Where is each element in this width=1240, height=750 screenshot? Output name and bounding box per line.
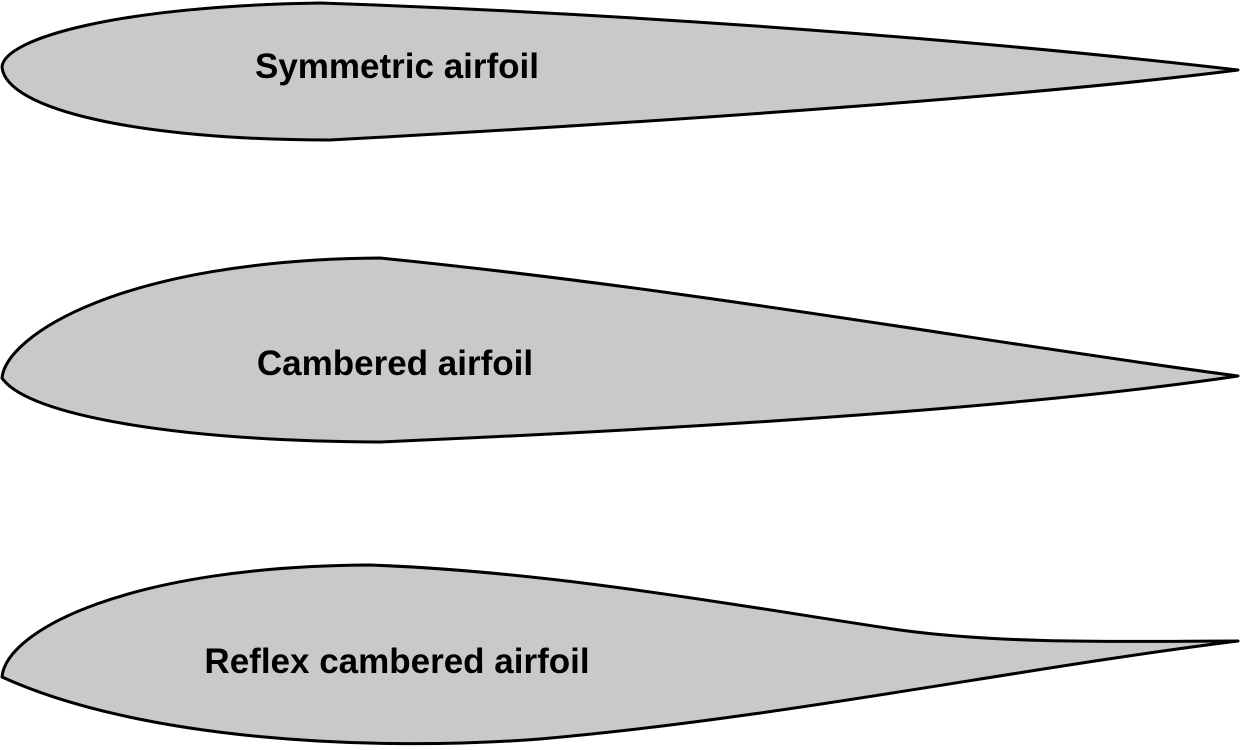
symmetric-airfoil-shape	[0, 1, 1240, 142]
reflex-cambered-airfoil-label: Reflex cambered airfoil	[204, 642, 589, 681]
reflex-cambered-airfoil-shape	[0, 563, 1240, 746]
cambered-airfoil-group: Cambered airfoil	[0, 256, 1240, 444]
reflex-cambered-airfoil-group: Reflex cambered airfoil	[0, 563, 1240, 746]
symmetric-airfoil-label: Symmetric airfoil	[255, 47, 539, 86]
cambered-airfoil-label: Cambered airfoil	[257, 344, 533, 383]
symmetric-airfoil-group: Symmetric airfoil	[0, 1, 1240, 142]
cambered-airfoil-shape	[0, 256, 1240, 444]
